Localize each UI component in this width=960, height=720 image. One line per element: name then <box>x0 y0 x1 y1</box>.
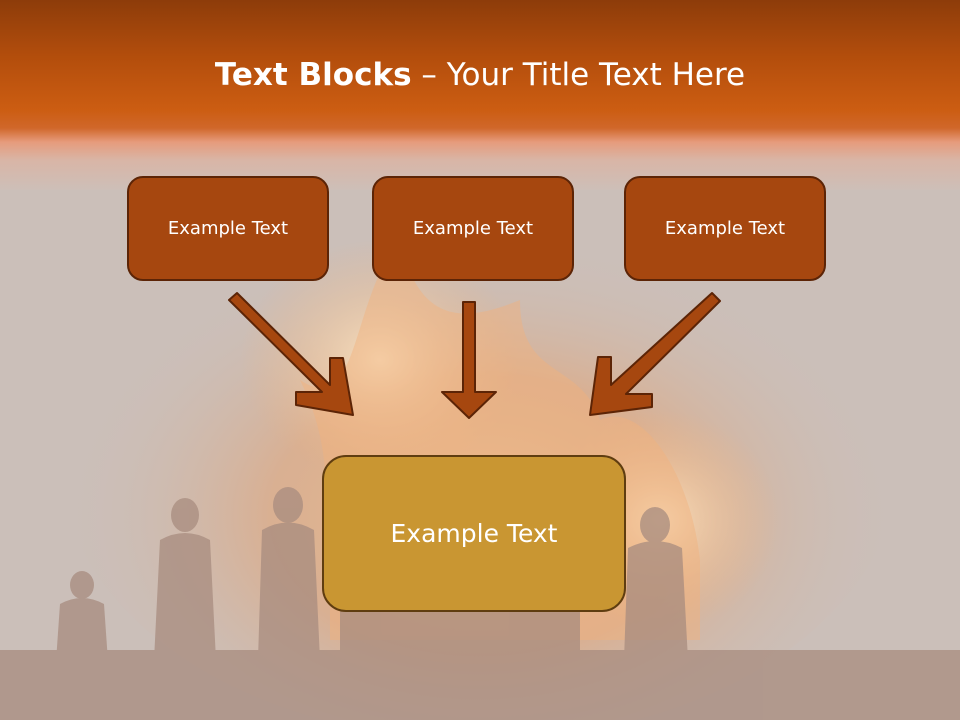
title-bold: Text Blocks <box>214 57 412 93</box>
text-block-center[interactable]: Example Text <box>372 176 574 281</box>
text-block-left-label: Example Text <box>167 218 289 239</box>
arrow-down-right-icon <box>228 292 354 416</box>
text-block-center-label: Example Text <box>412 218 534 239</box>
text-block-main[interactable]: Example Text <box>322 455 626 612</box>
arrow-down-left-icon <box>589 292 721 416</box>
title-rest: Your Title Text Here <box>446 57 746 93</box>
text-block-right[interactable]: Example Text <box>624 176 826 281</box>
text-block-right-label: Example Text <box>664 218 786 239</box>
arrow-down-icon <box>441 301 497 419</box>
people-silhouettes <box>0 487 960 720</box>
text-block-main-label: Example Text <box>390 519 558 548</box>
title-bar <box>0 0 960 190</box>
fire-core <box>240 240 520 480</box>
title-dash: – <box>411 57 447 93</box>
slide-title: Text Blocks – Your Title Text Here <box>0 52 960 98</box>
text-block-left[interactable]: Example Text <box>127 176 329 281</box>
